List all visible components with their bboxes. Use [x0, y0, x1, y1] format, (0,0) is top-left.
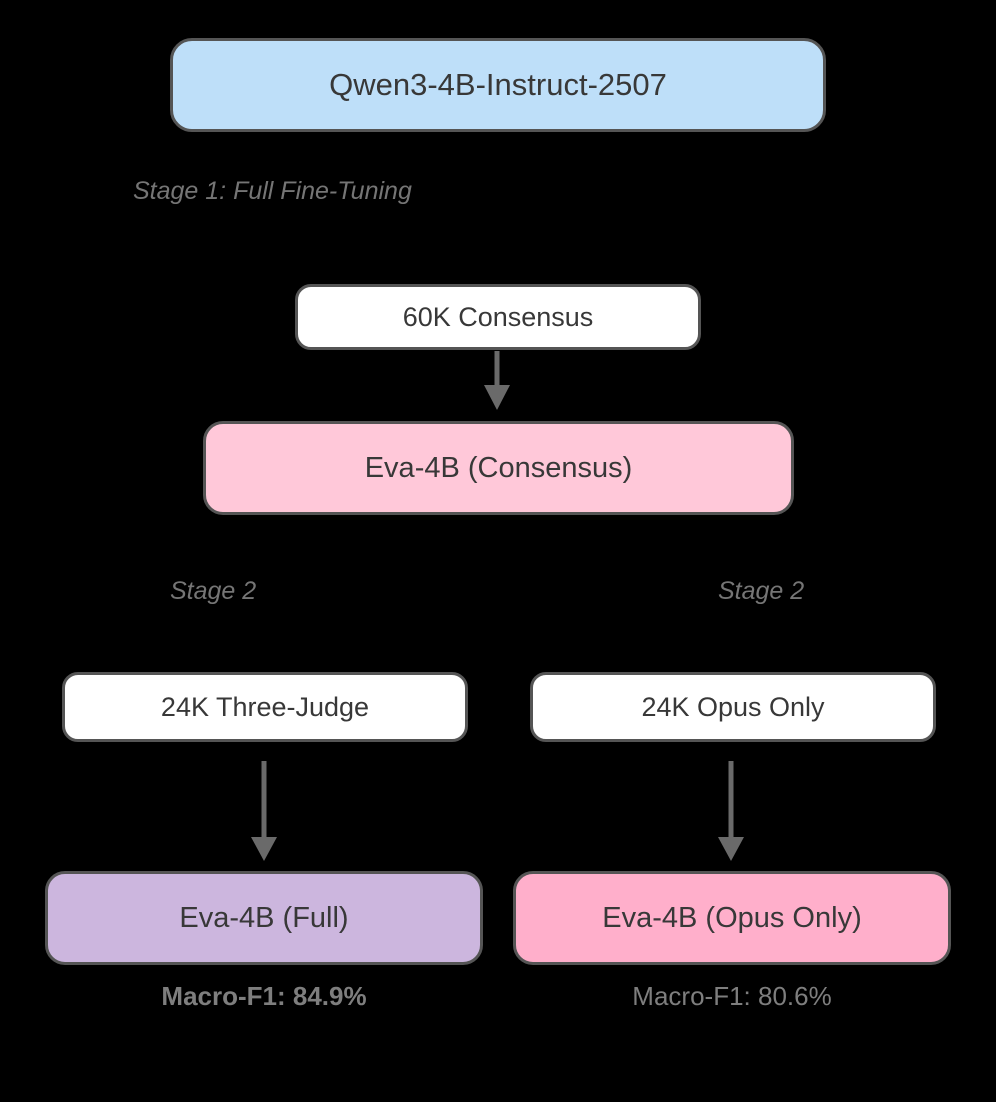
stage2-right-label: Stage 2 [718, 577, 805, 605]
node-opus-only-model: Eva-4B (Opus Only) [513, 871, 951, 965]
node-three-judge-dataset-label: 24K Three-Judge [160, 691, 370, 722]
node-consensus-dataset: 60K Consensus [295, 284, 701, 350]
arrow-down-icon [251, 761, 277, 861]
node-consensus-model-label: Eva-4B (Consensus) [364, 451, 633, 484]
node-three-judge-dataset: 24K Three-Judge [62, 672, 468, 742]
node-opus-only-dataset: 24K Opus Only [530, 672, 936, 742]
node-base-model-label: Qwen3-4B-Instruct-2507 [329, 67, 667, 102]
arrow-down-icon [484, 351, 510, 410]
node-consensus-dataset-label: 60K Consensus [402, 301, 594, 332]
node-opus-only-model-label: Eva-4B (Opus Only) [602, 901, 862, 934]
arrow-down-icon [718, 761, 744, 861]
node-consensus-model: Eva-4B (Consensus) [203, 421, 794, 515]
node-full-model: Eva-4B (Full) [45, 871, 483, 965]
macro-f1-full-metric: Macro-F1: 84.9% [161, 981, 367, 1011]
stage1-label: Stage 1: Full Fine-Tuning [133, 177, 412, 205]
stage2-left-label: Stage 2 [170, 577, 257, 605]
macro-f1-opus-only-metric: Macro-F1: 80.6% [632, 981, 832, 1011]
node-base-model: Qwen3-4B-Instruct-2507 [170, 38, 826, 132]
node-full-model-label: Eva-4B (Full) [179, 901, 349, 934]
node-opus-only-dataset-label: 24K Opus Only [641, 691, 825, 722]
